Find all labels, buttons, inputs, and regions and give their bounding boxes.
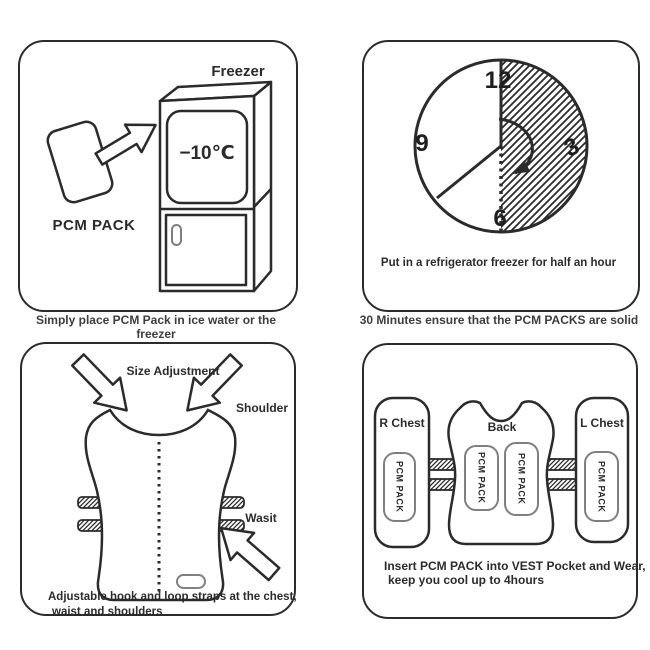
right-chest-label: R Chest xyxy=(379,416,425,430)
pcm-pack-pocket-icon xyxy=(504,442,539,516)
back-label: Back xyxy=(487,420,517,434)
arrow-down-left-icon xyxy=(186,353,244,412)
panel-vest-pack-step: PCM PACK PCM PACK PCM PACK PCM PACK R Ch… xyxy=(362,343,646,619)
clock-icon xyxy=(413,58,589,234)
hem-tab-icon xyxy=(176,574,206,589)
pcm-pack-pocket-icon xyxy=(464,445,499,511)
left-chest-label: L Chest xyxy=(580,416,624,430)
clock-number-12: 12 xyxy=(484,67,512,94)
freezer-icon xyxy=(158,80,273,293)
pcm-pack-label: PCM PACK xyxy=(52,217,136,234)
vest-pack-illustration xyxy=(373,396,630,549)
clock-number-6: 6 xyxy=(493,205,507,232)
pcm-pack-pocket-label: PCM PACK xyxy=(516,453,527,505)
shoulder-label: Shoulder xyxy=(235,401,288,415)
caption-freezer-step: Simply place PCM Pack in ice water or th… xyxy=(35,313,277,341)
caption-vest-adjust-line2: waist and shoulders xyxy=(52,606,163,618)
freezer-label: Freezer xyxy=(211,63,265,80)
size-adjustment-label: Size Adjustment xyxy=(126,364,220,378)
panel-clock-step: 12 3 6 9 Put in a refrigerator freezer f… xyxy=(362,40,640,312)
pcm-pack-pocket-icon xyxy=(584,451,619,522)
freezer-illustration xyxy=(46,80,273,293)
clock-number-9: 9 xyxy=(415,130,429,157)
arrow-down-right-icon xyxy=(70,353,128,412)
caption-vest-pack-line1: Insert PCM PACK into VEST Pocket and Wea… xyxy=(384,559,646,573)
half-turn-arrow-icon xyxy=(498,117,534,175)
pcm-pack-pocket-label: PCM PACK xyxy=(596,460,607,513)
vest-back-icon xyxy=(77,408,245,602)
clock-note: Put in a refrigerator freezer for half a… xyxy=(380,257,617,269)
clock-illustration xyxy=(413,58,589,234)
arrow-right-icon xyxy=(94,123,157,166)
pcm-pack-pocket-label: PCM PACK xyxy=(394,461,405,513)
panel-vest-adjust-step: Size Adjustment Shoulder Wasit Adjustabl… xyxy=(20,342,297,618)
waist-label: Wasit xyxy=(245,511,277,525)
caption-vest-adjust-line1: Adjustable hook and loop straps at the c… xyxy=(48,591,297,603)
caption-vest-pack-line2: keep you cool up to 4hours xyxy=(388,573,545,587)
pcm-pack-pocket-label: PCM PACK xyxy=(476,452,487,504)
pcm-pack-pocket-icon xyxy=(383,452,416,522)
panel-freezer-step: Freezer −10℃ PCM PACK xyxy=(18,40,298,312)
arrow-up-left-icon xyxy=(219,526,281,582)
temperature-readout: −10℃ xyxy=(179,143,235,164)
vest-adjust-illustration xyxy=(70,353,281,602)
caption-clock-step: 30 Minutes ensure that the PCM PACKS are… xyxy=(359,313,639,327)
